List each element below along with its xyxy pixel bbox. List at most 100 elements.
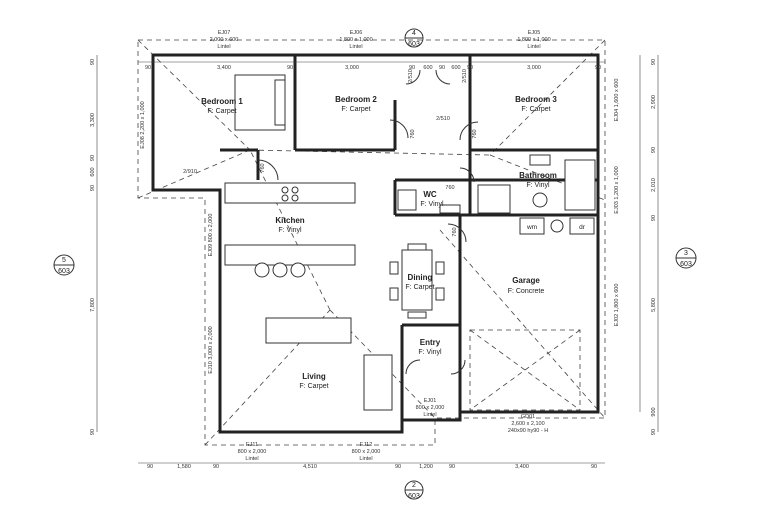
room-bedroom3-floor: F: Carpet bbox=[521, 106, 550, 113]
kitchen-bench bbox=[224, 182, 356, 278]
dim-right-6: 900 bbox=[651, 407, 657, 416]
window-ej11-id: EJ11 bbox=[246, 442, 258, 448]
dimension-lines bbox=[96, 55, 659, 464]
window-ej12-size: 800 x 2,000 bbox=[352, 449, 381, 455]
window-ej07-note: Lintel bbox=[217, 44, 230, 50]
section-marker-right bbox=[675, 247, 697, 269]
window-ej11-note: Lintel bbox=[245, 456, 258, 462]
dim-top-1: 3,400 bbox=[217, 65, 231, 71]
room-dining-floor: F: Carpet bbox=[405, 284, 434, 291]
window-ej11-size: 800 x 2,000 bbox=[238, 449, 267, 455]
room-entry-floor: F: Vinyl bbox=[418, 349, 442, 356]
dim-top-2: 90 bbox=[287, 65, 293, 71]
room-dining-name: Dining bbox=[408, 273, 433, 282]
room-bathroom-name: Bathroom bbox=[519, 171, 557, 180]
window-ej01-note: Lintel bbox=[423, 412, 436, 418]
dining-table bbox=[389, 243, 445, 319]
bathroom-fixtures bbox=[477, 154, 596, 214]
dim-top-9: 3,000 bbox=[527, 65, 541, 71]
dim-right-4: 90 bbox=[651, 215, 657, 221]
dim-top-6: 90 bbox=[439, 65, 445, 71]
window-ej06-id: EJ06 bbox=[350, 30, 363, 36]
dim-bottom-2: 90 bbox=[213, 464, 219, 470]
window-ej05-size: 1,800 x 1,000 bbox=[517, 37, 550, 43]
window-ej10: EJ10 3,000 x 2,000 bbox=[208, 326, 214, 373]
garage-door-id: GD01 bbox=[521, 414, 535, 420]
window-ej01-id: EJ01 bbox=[424, 398, 437, 404]
garage-door bbox=[469, 329, 581, 411]
window-ej05-note: Lintel bbox=[527, 44, 540, 50]
room-kitchen-floor: F: Vinyl bbox=[278, 227, 302, 234]
section-bottom-num: 2 bbox=[412, 482, 416, 489]
dim-top-0: 90 bbox=[145, 65, 151, 71]
door-label-robe1: 2/510 bbox=[408, 69, 414, 83]
dim-left-4: 90 bbox=[90, 185, 96, 191]
window-ej02: EJ02 1,800 x 600 bbox=[614, 284, 620, 327]
dim-bottom-5: 1,200 bbox=[419, 464, 433, 470]
window-ej08: EJ08 2,200 x 1,000 bbox=[140, 101, 146, 148]
section-right-num: 3 bbox=[684, 250, 688, 257]
dim-bottom-6: 90 bbox=[449, 464, 455, 470]
window-ej03: EJ03 1,200 x 1,000 bbox=[614, 166, 620, 213]
dim-bottom-1: 1,580 bbox=[177, 464, 191, 470]
laundry bbox=[519, 217, 595, 235]
washing-machine-label: wm bbox=[526, 224, 537, 231]
dryer-label: dr bbox=[579, 224, 586, 231]
room-bedroom3-name: Bedroom 3 bbox=[515, 95, 557, 104]
section-left-num: 5 bbox=[62, 257, 66, 264]
sofa bbox=[265, 317, 393, 411]
dim-left-2: 90 bbox=[90, 155, 96, 161]
section-right-sheet: 603 bbox=[680, 261, 692, 268]
section-marker-left bbox=[53, 254, 75, 276]
section-marker-top bbox=[404, 28, 424, 48]
wc-fixtures bbox=[397, 189, 461, 214]
room-kitchen-name: Kitchen bbox=[275, 216, 304, 225]
room-bedroom2-floor: F: Carpet bbox=[341, 106, 370, 113]
dim-left-5: 7,800 bbox=[90, 298, 96, 312]
window-ej12-id: EJ12 bbox=[360, 442, 373, 448]
dim-top-7: 600 bbox=[451, 65, 460, 71]
room-bedroom2-name: Bedroom 2 bbox=[335, 95, 377, 104]
window-ej01-size: 800 x 2,000 bbox=[416, 405, 445, 411]
window-ej07-id: EJ07 bbox=[218, 30, 231, 36]
dim-top-4: 90 bbox=[409, 65, 415, 71]
room-bedroom1-name: Bedroom 1 bbox=[201, 97, 243, 106]
room-garage-floor: F: Concrete bbox=[508, 288, 545, 295]
dim-bottom-7: 3,400 bbox=[515, 464, 529, 470]
window-ej05-id: EJ05 bbox=[528, 30, 541, 36]
dim-top-10: 90 bbox=[595, 65, 601, 71]
dim-bottom-0: 90 bbox=[147, 464, 153, 470]
dim-left-3: 600 bbox=[90, 167, 96, 176]
section-marker-bottom bbox=[404, 480, 424, 500]
dim-right-5: 5,800 bbox=[651, 298, 657, 312]
room-living-floor: F: Carpet bbox=[299, 383, 328, 390]
dim-left-6: 90 bbox=[90, 429, 96, 435]
dim-right-1: 2,900 bbox=[651, 95, 657, 109]
window-ej12-note: Lintel bbox=[359, 456, 372, 462]
door-label-robe2: 2/510 bbox=[462, 69, 468, 83]
dim-top-3: 3,000 bbox=[345, 65, 359, 71]
room-entry-name: Entry bbox=[420, 338, 441, 347]
room-bathroom-floor: F: Vinyl bbox=[526, 182, 550, 189]
door-label-hall: 760 bbox=[260, 163, 266, 172]
door-label-bed2: 760 bbox=[410, 129, 416, 138]
section-bottom-sheet: 603 bbox=[408, 493, 420, 500]
room-wc-name: WC bbox=[423, 190, 437, 199]
interior-walls bbox=[220, 55, 598, 420]
bed bbox=[234, 74, 286, 131]
window-ej09: EJ09 800 x 2,000 bbox=[208, 214, 214, 257]
door-label-garage: 760 bbox=[452, 227, 458, 236]
dim-bottom-4: 90 bbox=[395, 464, 401, 470]
section-left-sheet: 603 bbox=[58, 268, 70, 275]
dim-right-3: 2,010 bbox=[651, 178, 657, 192]
dim-bottom-3: 4,510 bbox=[303, 464, 317, 470]
door-label-wc: 760 bbox=[445, 185, 454, 191]
section-top-num: 4 bbox=[412, 30, 416, 37]
dim-top-5: 600 bbox=[423, 65, 432, 71]
room-wc-floor: F: Vinyl bbox=[420, 201, 444, 208]
door-label-linen: 2/510 bbox=[436, 116, 450, 122]
room-bedroom1-floor: F: Carpet bbox=[207, 108, 236, 115]
garage-door-size: 2,600 x 2,100 bbox=[511, 421, 544, 427]
dim-left-0: 90 bbox=[90, 59, 96, 65]
